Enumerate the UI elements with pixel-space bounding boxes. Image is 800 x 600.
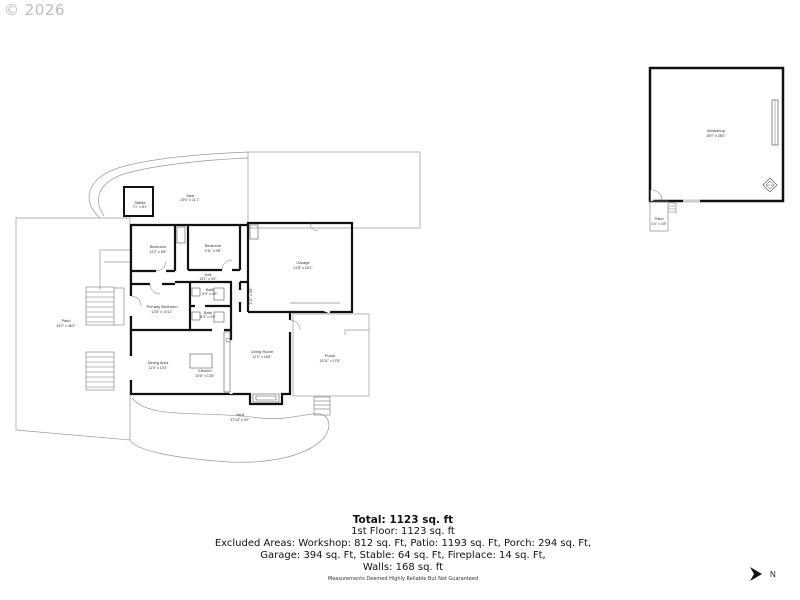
- measurement-disclaimer: Measurements Deemed Highly Reliable But …: [327, 576, 479, 582]
- yard-bottom-label: Yard: [236, 412, 244, 417]
- patio-steps: [85, 286, 331, 416]
- patio-large-label: Patio: [61, 318, 71, 323]
- workshop-label: Workshop: [707, 128, 726, 133]
- small-patio-label: Patio: [654, 216, 664, 221]
- workshop-building: [648, 66, 785, 203]
- closet-dims: 2'11" x 6'8": [249, 287, 253, 305]
- kitchen-dims: 10'6" x 13'8": [195, 374, 215, 378]
- yard-bottom-dims: 37'10" x 9'0": [230, 418, 250, 422]
- room-labels: Yard 29'0" x 11'1" Bedroom 12'2" x 8'8" …: [56, 193, 341, 422]
- bath-1-dims: 8'3" x 4'9": [202, 292, 218, 296]
- hall-label: Hall: [205, 272, 212, 277]
- kitchen-label: Kitchen: [198, 368, 211, 373]
- bedroom-1-label: Bedroom: [150, 244, 167, 249]
- primary-bedroom-label: Primary Bedroom: [146, 304, 178, 309]
- bedroom-1-dims: 12'2" x 8'8": [149, 250, 167, 254]
- bath-2-label: Bath: [204, 310, 212, 315]
- bedroom-2-label: Bedroom: [205, 243, 222, 248]
- small-patio-dims: 4'0" x 4'8": [651, 222, 667, 226]
- primary-bedroom-dims: 12'8" x 10'11": [152, 310, 174, 314]
- stable-label: Stable: [134, 200, 146, 205]
- excluded-areas-line-1: Excluded Areas: Workshop: 812 sq. Ft, Pa…: [214, 538, 592, 549]
- porch-dims: 15'11" x 17'8": [320, 359, 342, 363]
- door-swings: [130, 222, 319, 331]
- patio-large-dims: 25'2" x 46'3": [56, 324, 76, 328]
- small-patio: [649, 200, 669, 232]
- excluded-areas-line-2: Garage: 394 sq. Ft, Stable: 64 sq. Ft, F…: [260, 550, 546, 561]
- garage-label: Garage: [296, 260, 310, 265]
- yard-outlines: [15, 151, 421, 463]
- bath-2-dims: 8'3" x 4'9": [200, 315, 216, 319]
- stair-symbol: [762, 177, 778, 193]
- dining-area-dims: 11'6" x 13'4": [149, 366, 169, 370]
- bedroom-2-dims: 9'11" x 9'8": [205, 249, 223, 253]
- stable: [123, 186, 154, 217]
- compass-label: N: [770, 570, 776, 579]
- garage-dims: 21'8" x 18'1": [293, 266, 313, 270]
- area-summary: Total: 1123 sq. ft 1st Floor: 1123 sq. f…: [200, 514, 606, 584]
- door-openings: [129, 268, 331, 394]
- first-floor-area: 1st Floor: 1123 sq. ft: [351, 526, 455, 537]
- porch-label: Porch: [325, 353, 335, 358]
- dining-area-label: Dining Area: [148, 360, 169, 365]
- fixtures: [176, 224, 280, 403]
- living-room-dims: 12'0" x 16'6": [252, 355, 272, 359]
- excluded-areas-line-3: Walls: 168 sq. ft: [362, 562, 444, 573]
- bath-1-label: Bath: [206, 287, 214, 292]
- hall-dims: 15'1" x 3'3": [199, 277, 217, 281]
- yard-top-label: Yard: [186, 193, 194, 198]
- workshop-dims: 28'0" x 28'0": [706, 134, 726, 138]
- floor-plan: Workshop 28'0" x 28'0" Patio 4'0" x 4'8": [15, 66, 785, 463]
- stable-dims: 7'1" x 8'1": [132, 205, 148, 209]
- yard-top-dims: 29'0" x 11'1": [181, 198, 201, 202]
- north-compass-icon: N: [750, 567, 776, 581]
- living-room-label: Living Room: [251, 349, 274, 354]
- total-area: Total: 1123 sq. ft: [352, 514, 454, 526]
- copyright-watermark: © 2026: [4, 1, 65, 19]
